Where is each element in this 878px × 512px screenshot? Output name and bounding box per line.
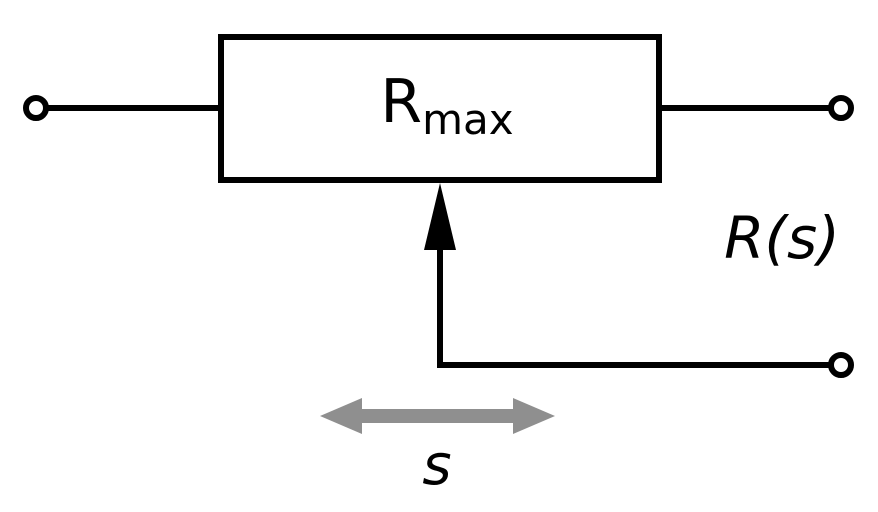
resistor-label: Rmax [380, 67, 513, 144]
left-terminal-node [23, 95, 49, 121]
right-terminal-node [828, 95, 854, 121]
wiper-terminal-node [828, 352, 854, 378]
wiper-resistance-label: R(s) [724, 204, 840, 272]
resistor-label-main: R [380, 67, 422, 137]
slider-arrow-right-head [513, 398, 555, 434]
displacement-label: s [422, 433, 451, 498]
slider-arrow-left-head [320, 398, 362, 434]
wiper-arrowhead-icon [424, 183, 456, 250]
slider-motion-arrow-icon [320, 398, 555, 434]
resistor-label-subscript: max [422, 95, 514, 144]
